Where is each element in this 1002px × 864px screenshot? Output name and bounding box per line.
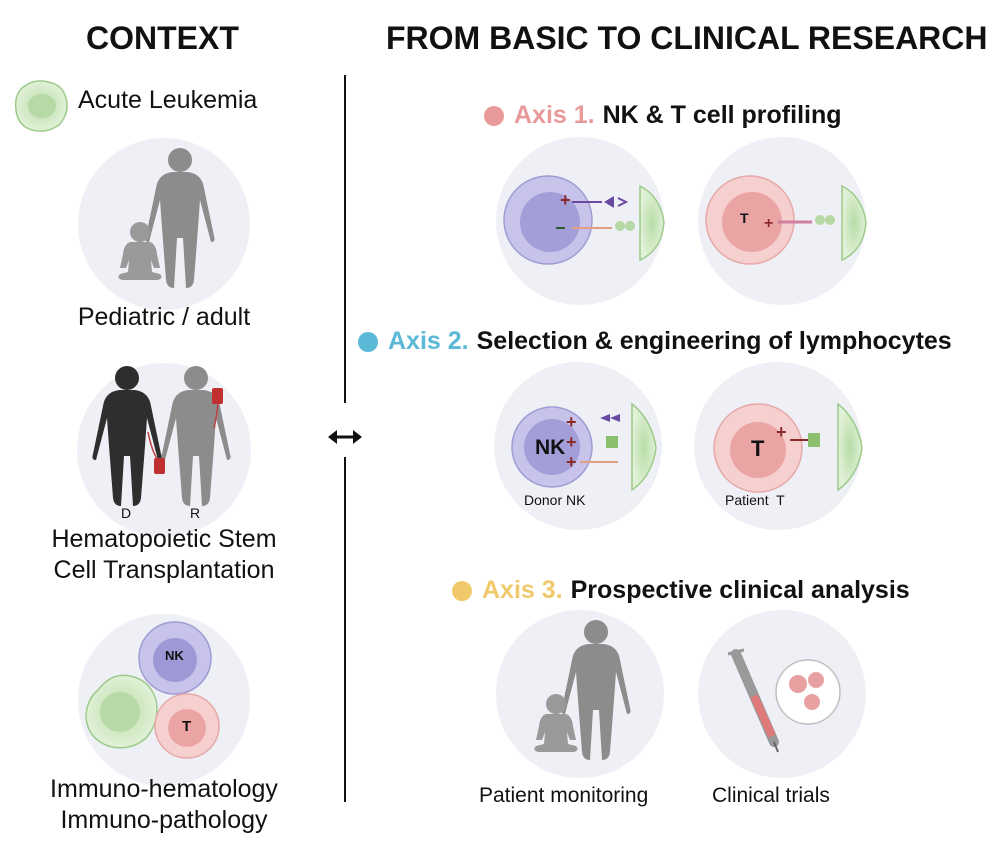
axis2-nk-letter: NK [535,436,566,459]
axis2-title: Axis 2. Selection & engineering of lymph… [358,327,952,356]
pediatric-adult-illustration [78,138,250,310]
axis1-t-letter: T [740,210,749,226]
syringe-icon [727,648,779,753]
donor-nk-label: Donor NK [524,492,586,508]
axis1-number: Axis 1. [514,101,595,129]
immuno-label-line2: Immuno-pathology [60,806,268,834]
patient-t-label: Patient T [725,492,785,508]
axis1-dot-icon [484,105,504,126]
t-cell-profiling-illustration: + [698,137,867,305]
population-label: Pediatric / adult [77,303,251,331]
leukemia-cell-icon [14,80,68,132]
axis2-number: Axis 2. [388,327,469,355]
axis1-title: Axis 1. NK & T cell profiling [484,101,842,130]
axis2-t-letter: T [751,436,765,461]
svg-text:+: + [560,190,571,210]
disease-label: Acute Leukemia [78,86,258,114]
immune-cells-illustration [78,614,250,786]
transplant-label-line2: Cell Transplantation [53,556,275,584]
svg-text:−: − [555,218,566,238]
immuno-label-line1: Immuno-hematology [50,775,278,803]
svg-text:+: + [764,215,773,232]
donor-letter: D [121,505,132,521]
axis3-title-text: Prospective clinical analysis [570,576,910,604]
axis3-number: Axis 3. [482,576,563,604]
patient-monitoring-label: Patient monitoring [479,784,649,807]
patient-monitoring-illustration [496,610,664,778]
blood-bag-icon [154,458,165,474]
axis3-title: Axis 3. Prospective clinical analysis [452,576,910,605]
axis2-dot-icon [358,331,378,352]
svg-text:+: + [566,412,577,432]
research-heading: FROM BASIC TO CLINICAL RESEARCH [386,20,988,56]
double-arrow-icon [328,430,362,444]
axis2-title-text: Selection & engineering of lymphocytes [476,327,952,355]
recipient-letter: R [190,505,201,521]
blood-bag-icon [212,388,223,404]
svg-text:+: + [566,452,577,472]
clinical-trials-label: Clinical trials [712,784,830,807]
transplant-label-line1: Hematopoietic Stem [51,525,277,553]
context-heading: CONTEXT [86,20,239,56]
axis3-dot-icon [452,580,472,601]
nk-cell-profiling-illustration: + − [496,137,665,305]
transplant-illustration [77,363,251,537]
context-t-letter: T [182,718,192,735]
patient-t-engineering-illustration: + [694,362,863,530]
axis1-title-text: NK & T cell profiling [602,101,842,129]
context-nk-letter: NK [165,648,184,663]
svg-text:+: + [566,432,577,452]
donor-nk-engineering-illustration: + + + [494,362,662,530]
clinical-trials-illustration [698,610,866,778]
svg-text:+: + [776,422,787,442]
